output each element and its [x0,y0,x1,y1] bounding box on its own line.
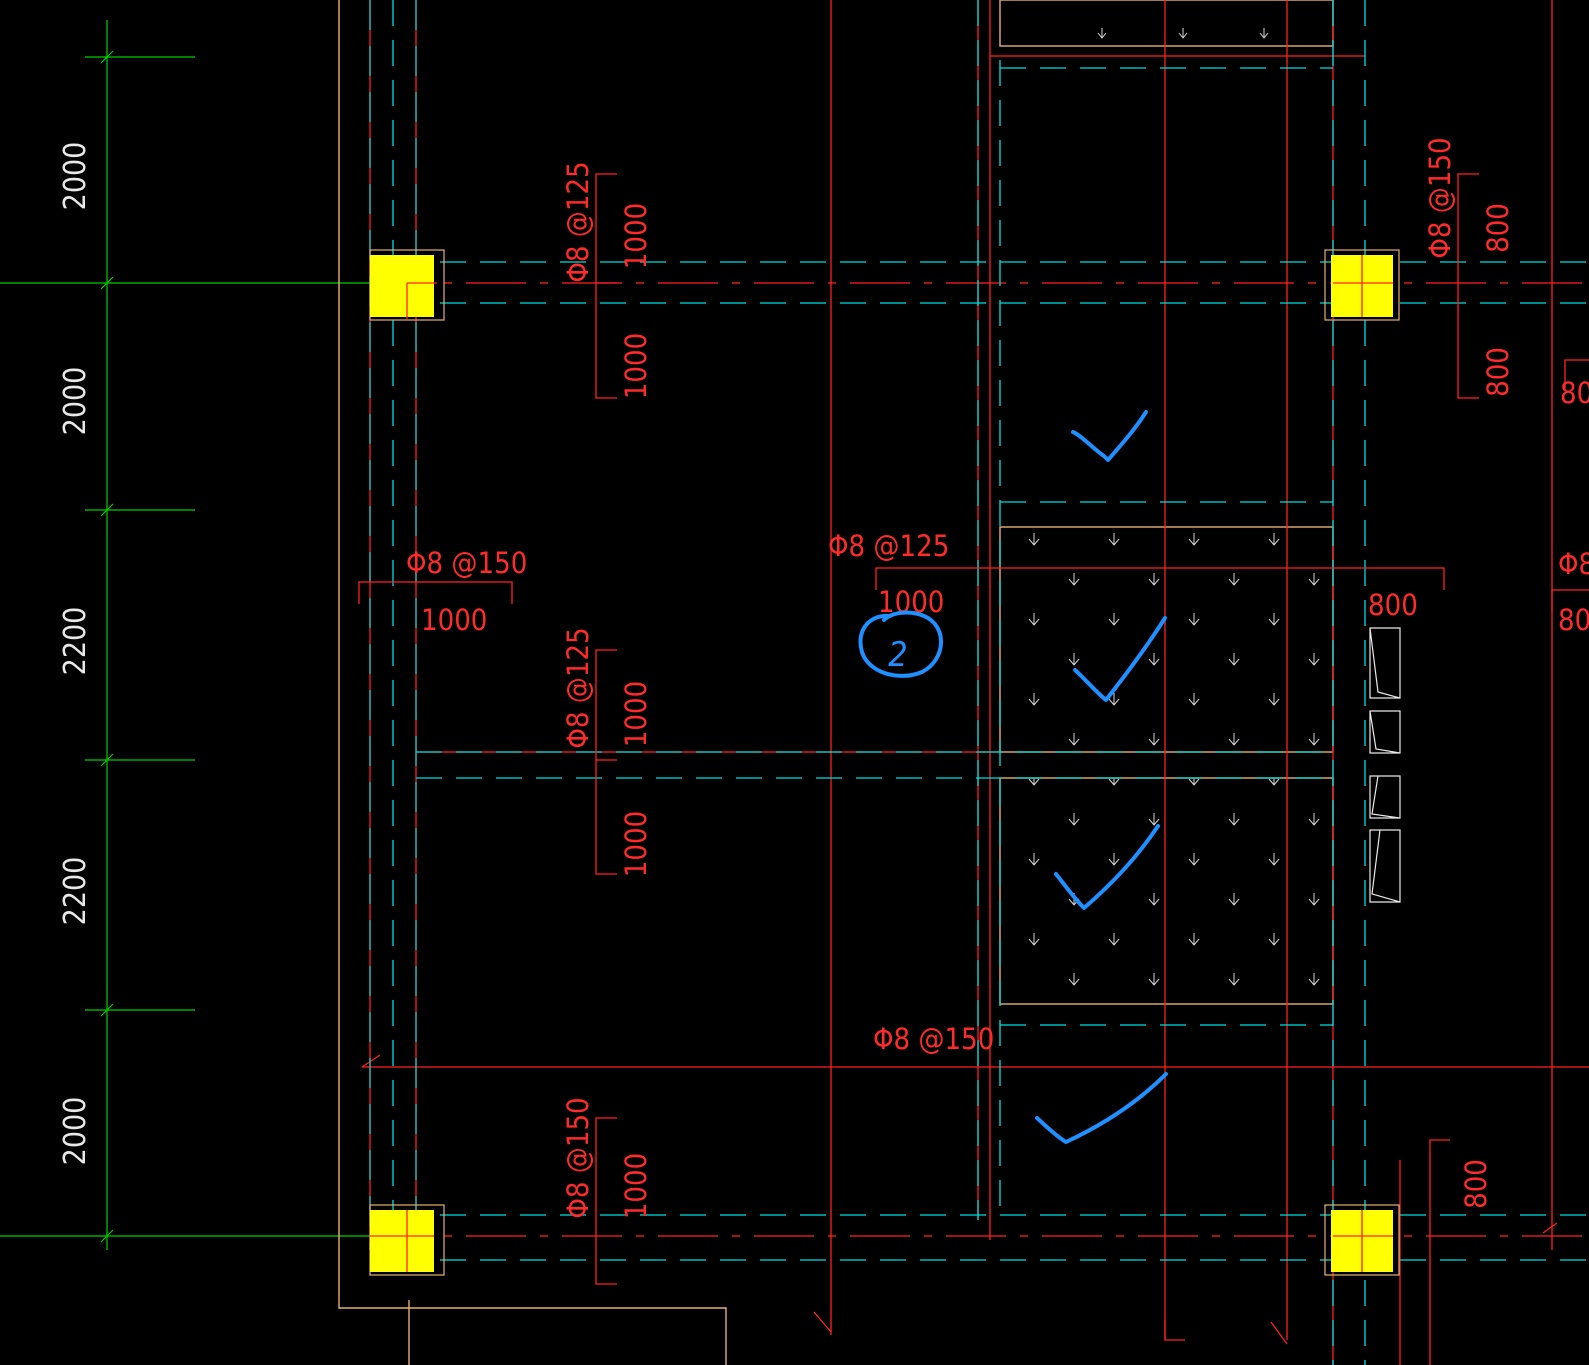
rebar-len-top-left-b: 1000 [619,333,653,399]
column-top-right[interactable] [1324,249,1400,321]
beam-outlines [361,0,1589,1365]
building-outline [338,0,727,1365]
column-top-left[interactable] [369,249,445,321]
dimension-labels: 2000 2000 2200 2200 2000 [58,142,93,1166]
rebar-len-center-a: 1000 [619,681,653,747]
rebar-len-top-right-b: 800 [1481,347,1515,397]
hatched-slab-lower [999,777,1334,1005]
columns [369,249,1400,1276]
slab-panels [999,0,1334,1005]
rebar-len-center-b: 1000 [619,811,653,877]
column-bottom-right[interactable] [1324,1204,1400,1276]
rebar-len-top-right-a: 800 [1481,203,1515,253]
rebar-brackets [358,173,1589,1285]
markup-circle [858,610,943,678]
rebar-spec-mid-span: Φ8 @125 [828,529,949,563]
rebar-spec-center: Φ8 @125 [561,627,595,748]
dimension-chain [0,20,370,1250]
center-lines [369,0,1589,1365]
rebar-cut-right: 80 [1560,376,1589,410]
dim-label-2: 2000 [58,367,93,436]
dim-label-3: 2200 [58,607,93,676]
rebar-labels: Φ8 @125 1000 1000 Φ8 @150 800 800 80 Φ8 … [406,137,1589,1219]
rebar-len-right-span: 800 [1368,588,1418,622]
slab-top-strip [999,0,1334,47]
rebar-len-left-span: 1000 [421,603,487,637]
rebar-spec-lower: Φ8 @150 [873,1022,994,1056]
rebar-spec-top-right: Φ8 @150 [1423,137,1457,258]
rebar-spec-top-left: Φ8 @125 [561,161,595,282]
rebar-len-bottom-left: 1000 [619,1153,653,1219]
markup-layer [858,410,1168,1144]
markup-checkmark-3 [1054,824,1160,910]
markup-checkmark-4 [1035,1072,1168,1144]
markup-checkmark-2 [1073,616,1167,702]
rebar-len-top-left-a: 1000 [619,203,653,269]
rebar-spec-left-span: Φ8 @150 [406,546,527,580]
rebar-spec-bottom-left: Φ8 @150 [561,1097,595,1218]
rebar-cut-len-right: 80 [1558,603,1589,637]
markup-circled-number: 2 [888,635,907,675]
markup-checkmark-1 [1071,410,1148,462]
dim-label-4: 2200 [58,857,93,926]
column-bottom-left[interactable] [369,1204,445,1276]
opening-symbols [1369,627,1401,903]
rebar-cut-spec-right: Φ8 [1558,547,1589,581]
hatched-slab-upper [999,526,1334,753]
dim-label-1: 2000 [58,142,93,211]
rebar-len-bottom-right: 800 [1459,1159,1493,1209]
dim-label-5: 2000 [58,1097,93,1166]
